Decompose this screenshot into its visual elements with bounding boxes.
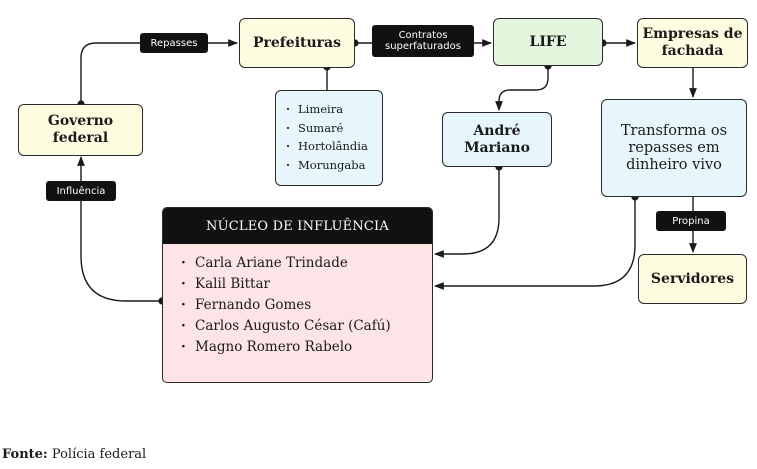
node-life-label: LIFE xyxy=(529,33,567,50)
nucleo-de-influencia: NÚCLEO DE INFLUÊNCIA Carla Ariane Trinda… xyxy=(162,207,433,383)
label-contratos: Contratos superfaturados xyxy=(372,25,474,57)
node-prefeituras: Prefeituras xyxy=(239,18,355,68)
node-governo-federal-label: Governo federal xyxy=(47,113,114,146)
node-governo-federal: Governo federal xyxy=(18,104,143,156)
source-label: Fonte: xyxy=(2,447,48,462)
node-empresas-label: Empresas de fachada xyxy=(642,26,743,59)
label-repasses: Repasses xyxy=(140,33,208,53)
member-item: Carlos Augusto César (Cafú) xyxy=(181,316,432,337)
label-influencia-text: Influência xyxy=(56,185,106,197)
label-propina: Propina xyxy=(656,211,726,231)
city-item: Limeira xyxy=(286,100,368,119)
edge-nucleo-governo xyxy=(77,156,162,302)
node-transforma-label: Transforma os repasses em dinheiro vivo xyxy=(620,122,728,173)
nucleo-title: NÚCLEO DE INFLUÊNCIA xyxy=(163,208,432,244)
edge-governo-prefeituras xyxy=(80,39,238,104)
node-andre-mariano: André Mariano xyxy=(442,112,552,167)
node-servidores: Servidores xyxy=(638,254,747,304)
cities-list: Limeira Sumaré Hortolândia Morungaba xyxy=(286,100,368,174)
member-item: Carla Ariane Trindade xyxy=(181,253,432,274)
label-contratos-text: Contratos superfaturados xyxy=(385,30,461,52)
member-item: Magno Romero Rabelo xyxy=(181,337,432,358)
label-propina-text: Propina xyxy=(672,215,710,227)
source-caption: Fonte: Polícia federal xyxy=(2,447,146,462)
edge-transforma-nucleo xyxy=(434,197,636,290)
node-life: LIFE xyxy=(493,18,603,66)
node-servidores-label: Servidores xyxy=(650,270,735,287)
cities-box: Limeira Sumaré Hortolândia Morungaba xyxy=(275,90,383,186)
edge-life-andre xyxy=(495,66,549,111)
city-item: Hortolândia xyxy=(286,137,368,156)
city-item: Sumaré xyxy=(286,119,368,138)
source-text: Polícia federal xyxy=(51,447,147,462)
node-andre-label: André Mariano xyxy=(464,122,530,156)
member-item: Fernando Gomes xyxy=(181,295,432,316)
nucleo-members: Carla Ariane Trindade Kalil Bittar Ferna… xyxy=(163,244,432,358)
node-transforma: Transforma os repasses em dinheiro vivo xyxy=(601,99,747,197)
edge-andre-nucleo xyxy=(434,167,500,258)
node-prefeituras-label: Prefeituras xyxy=(252,34,342,51)
label-repasses-text: Repasses xyxy=(150,37,198,49)
member-item: Kalil Bittar xyxy=(181,274,432,295)
node-empresas-de-fachada: Empresas de fachada xyxy=(637,18,748,68)
city-item: Morungaba xyxy=(286,156,368,175)
label-influencia: Influência xyxy=(46,181,116,201)
